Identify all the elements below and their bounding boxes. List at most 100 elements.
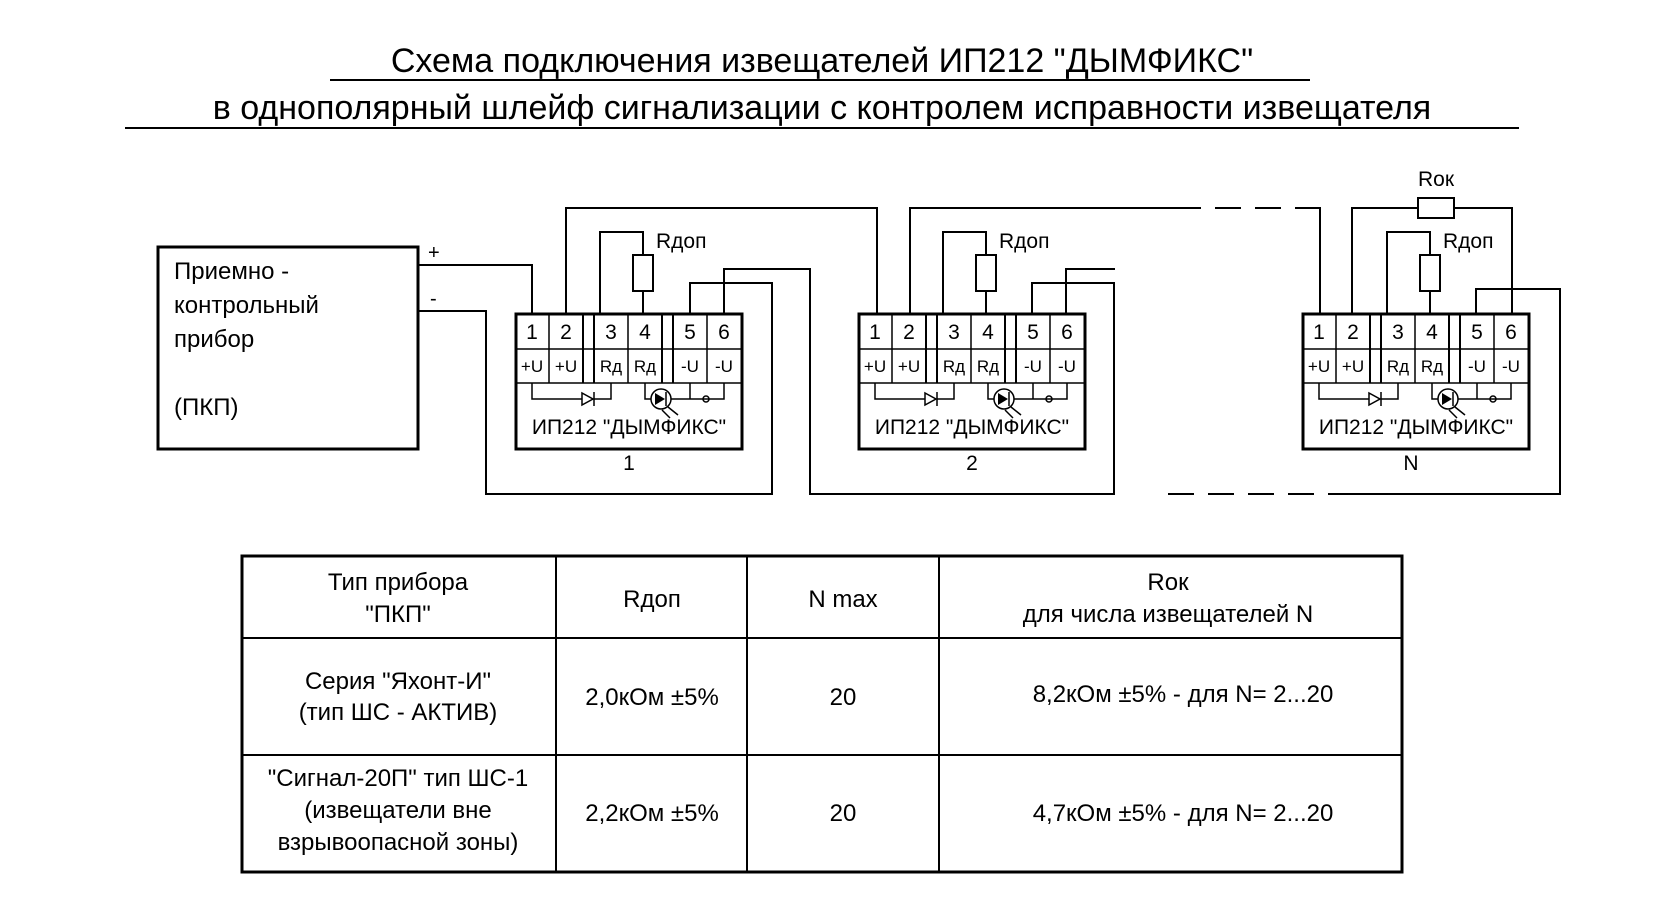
detector-1-pin-3: 3: [605, 321, 617, 344]
loop-bottom-wire-1-2: [723, 268, 1115, 495]
detector-n-signal-2: +U: [1342, 357, 1364, 376]
rok-resistor: [1417, 197, 1455, 219]
row-2-n-max: 20: [830, 800, 857, 827]
panel-line-1: Приемно -: [174, 258, 289, 285]
header-device-type-line-1: Тип прибора: [328, 569, 469, 596]
detector-2-signal-1: +U: [864, 357, 886, 376]
rdop-2-resistor: [975, 254, 997, 292]
detector-1-model: ИП212 "ДЫМФИКС": [532, 416, 726, 439]
contact-dot: [702, 395, 710, 403]
control-panel: Приемно - контрольный прибор (ПКП) + -: [156, 242, 440, 451]
detector-2-pin-1: 1: [869, 321, 881, 344]
detector-1-number: 1: [623, 452, 635, 475]
title-line-1: Схема подключения извещателей ИП212 "ДЫМ…: [391, 42, 1253, 80]
rok-wire-left: [1351, 207, 1418, 314]
led-icon: [650, 388, 679, 419]
detector-2-pin-6: 6: [1061, 321, 1073, 344]
row-2-device-line-2: (извещатели вне: [304, 797, 492, 824]
detector-1-signal-2: +U: [555, 357, 577, 376]
panel-line-2: контрольный: [174, 292, 319, 319]
loop-top-wire-1-2: [565, 207, 878, 314]
detector-1-box: [514, 312, 744, 451]
rok-label: Rок: [1418, 168, 1455, 191]
detector-n: 1 2 3 4 5 6 +U +U Rд Rд -U -U ИП212 "ДЫМ…: [1301, 230, 1531, 475]
detector-n-pin-3: 3: [1392, 321, 1404, 344]
detector-1-signal-3: Rд: [600, 357, 622, 376]
detector-n-signal-6: -U: [1502, 357, 1520, 376]
header-rok-line-2: для числа извещателей N: [1023, 601, 1313, 628]
detector-n-model: ИП212 "ДЫМФИКС": [1319, 416, 1513, 439]
detector-n-pin-6: 6: [1505, 321, 1517, 344]
detector-2: 1 2 3 4 5 6 +U +U Rд Rд -U -U ИП212 "ДЫМ…: [857, 230, 1087, 475]
detector-2-signal-5: -U: [1024, 357, 1042, 376]
loop-top-wire-2-n: [909, 207, 1175, 314]
rdop-n-resistor: [1419, 254, 1441, 292]
detector-n-box: [1301, 312, 1531, 451]
detector-n-signal-4: Rд: [1421, 357, 1443, 376]
detector-1-signal-6: -U: [715, 357, 733, 376]
detector-1-signal-1: +U: [521, 357, 543, 376]
table-border: [240, 554, 1404, 874]
detector-1-pin-6: 6: [718, 321, 730, 344]
detector-1-signal-4: Rд: [634, 357, 656, 376]
control-panel-box: [156, 245, 420, 451]
row-2-rdop: 2,2кОм ±5%: [585, 800, 719, 827]
contact-dot: [1489, 395, 1497, 403]
detector-2-box: [857, 312, 1087, 451]
detector-2-pin-3: 3: [948, 321, 960, 344]
title-line-2: в однополярный шлейф сигнализации с конт…: [213, 89, 1431, 127]
row-1-device-line-1: Серия "Яхонт-И": [305, 668, 491, 695]
rdop-n-wire-top: [1386, 231, 1431, 314]
row-2-rok: 4,7кОм ±5% - для N= 2...20: [1033, 800, 1334, 827]
detector-1-pin-2: 2: [560, 321, 572, 344]
detector-1-pin-4: 4: [639, 321, 651, 344]
detector-2-number: 2: [966, 452, 978, 475]
header-n-max: N max: [808, 586, 877, 613]
detector-2-pin-2: 2: [903, 321, 915, 344]
detector-1-pin-1: 1: [526, 321, 538, 344]
detector-1-signal-5: -U: [681, 357, 699, 376]
detector-1-pin-5: 5: [684, 321, 696, 344]
rok-wire-right: [1454, 207, 1513, 314]
header-device-type-line-2: "ПКП": [365, 601, 431, 628]
panel-line-3: прибор: [174, 326, 254, 353]
diagram-title: Схема подключения извещателей ИП212 "ДЫМ…: [125, 42, 1519, 129]
loop-bottom-wire-2: [1065, 268, 1115, 314]
detector-2-signal-4: Rд: [977, 357, 999, 376]
detector-n-signal-3: Rд: [1387, 357, 1409, 376]
detector-n-pin-4: 4: [1426, 321, 1438, 344]
row-1-n-max: 20: [830, 684, 857, 711]
contact-dot: [1045, 395, 1053, 403]
detector-2-signal-6: -U: [1058, 357, 1076, 376]
loop-wiring: Rок: [418, 168, 1561, 495]
detector-n-number: N: [1403, 452, 1418, 475]
detector-n-signal-1: +U: [1308, 357, 1330, 376]
panel-plus-sign: +: [428, 242, 440, 264]
detector-n-signal-5: -U: [1468, 357, 1486, 376]
detector-2-pin-4: 4: [982, 321, 994, 344]
row-2-device-line-1: "Сигнал-20П" тип ШС-1: [268, 765, 528, 792]
loop-bottom-wire-n: [1340, 288, 1561, 495]
detector-n-pin-2: 2: [1347, 321, 1359, 344]
loop-plus-wire: [418, 264, 533, 314]
rdop-1-wire-top: [599, 231, 644, 314]
detector-2-pin-5: 5: [1027, 321, 1039, 344]
rdop-1-resistor: [632, 254, 654, 292]
detector-2-signal-3: Rд: [943, 357, 965, 376]
detector-n-pin-5: 5: [1471, 321, 1483, 344]
rdop-2-wire-top: [942, 231, 987, 314]
detector-2-model: ИП212 "ДЫМФИКС": [875, 416, 1069, 439]
rdop-2-label: Rдоп: [999, 230, 1049, 253]
loop-top-wire-n: [1312, 207, 1321, 314]
detector-2-signal-2: +U: [898, 357, 920, 376]
header-rok-line-1: Rок: [1147, 569, 1189, 596]
panel-minus-sign: -: [430, 288, 437, 310]
row-2-device-line-3: взрывоопасной зоны): [278, 829, 519, 856]
detector-n-pin-1: 1: [1313, 321, 1325, 344]
parameters-table: Тип прибора "ПКП" Rдоп N max Rок для чис…: [240, 554, 1404, 874]
header-rdop: Rдоп: [623, 586, 681, 613]
row-1-device-line-2: (тип ШС - АКТИВ): [299, 699, 498, 726]
detector-1: 1 2 3 4 5 6 +U +U Rд Rд -U -U ИП212 "ДЫМ…: [514, 230, 744, 475]
row-1-rok: 8,2кОм ±5% - для N= 2...20: [1033, 681, 1334, 708]
